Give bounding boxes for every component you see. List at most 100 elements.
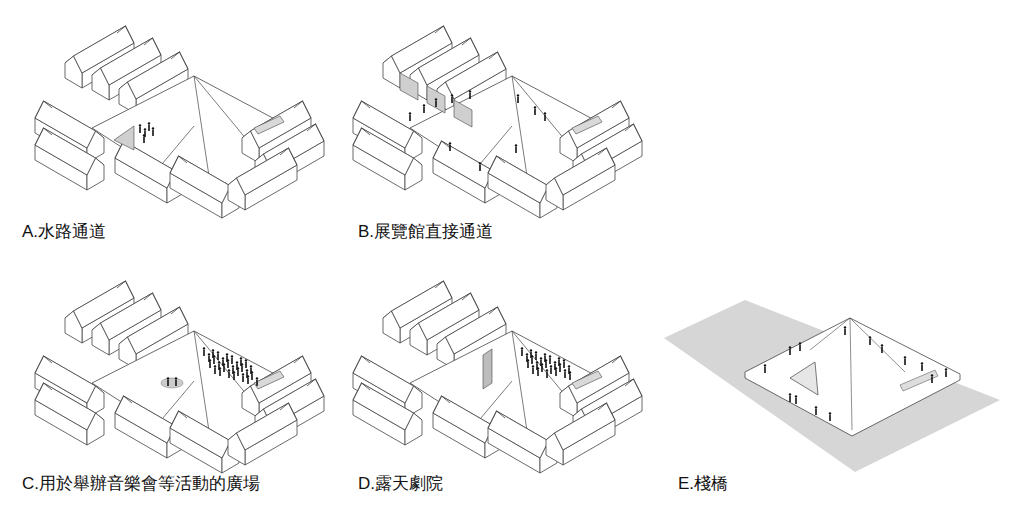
person-body <box>789 349 791 355</box>
person-figure <box>144 128 146 137</box>
person-head <box>409 112 411 114</box>
person-head <box>545 359 547 361</box>
person-head <box>904 356 906 358</box>
person-head <box>250 365 252 367</box>
person-figure <box>537 367 539 376</box>
person-body <box>795 398 797 404</box>
person-body <box>764 367 766 373</box>
person-body <box>549 358 551 364</box>
person-head <box>945 368 947 370</box>
person-body <box>515 147 517 153</box>
person-figure <box>795 395 797 404</box>
person-body <box>213 358 215 364</box>
person-head <box>167 377 169 379</box>
person-head <box>931 374 933 376</box>
person-figure <box>789 393 791 402</box>
person-head <box>527 359 529 361</box>
person-body <box>242 376 244 382</box>
people-figures <box>139 90 947 421</box>
person-head <box>558 357 560 359</box>
person-body <box>546 372 548 378</box>
person-head <box>232 365 234 367</box>
person-figure <box>544 112 546 121</box>
person-head <box>535 351 537 353</box>
caption: C.用於舉辦音樂會等活動的廣場 <box>22 474 260 494</box>
person-figure <box>526 353 528 362</box>
person-figure <box>226 353 228 362</box>
person-figure <box>245 359 247 368</box>
person-head <box>435 98 437 100</box>
person-figure <box>904 356 906 365</box>
person-figure <box>536 361 538 370</box>
person-head <box>214 365 216 367</box>
person-head <box>175 377 177 379</box>
person-body <box>815 409 817 415</box>
person-figure <box>247 375 249 384</box>
caption: A.水路通道 <box>22 222 106 242</box>
person-head <box>423 104 425 106</box>
person-figure <box>251 371 253 380</box>
person-body <box>217 354 219 360</box>
caption: E.棧橋 <box>678 474 728 494</box>
person-figure <box>829 412 831 421</box>
person-head <box>469 90 471 92</box>
person-figure <box>214 365 216 374</box>
person-figure <box>240 357 242 366</box>
person-figure <box>469 90 471 99</box>
person-body <box>152 130 154 136</box>
person-figure <box>231 355 233 364</box>
person-figure <box>209 359 211 368</box>
person-body <box>214 368 216 374</box>
person-figure <box>869 336 871 345</box>
person-figure <box>143 134 145 143</box>
person-head <box>546 369 548 371</box>
person-figure <box>945 368 947 377</box>
person-head <box>218 361 220 363</box>
person-head <box>223 363 225 365</box>
person-head <box>222 357 224 359</box>
person-head <box>559 363 561 365</box>
person-figure <box>554 361 556 370</box>
person-body <box>869 339 871 345</box>
person-head <box>521 347 523 349</box>
person-head <box>569 371 571 373</box>
person-body <box>423 107 425 113</box>
panel-a <box>35 26 324 218</box>
person-figure <box>218 361 220 370</box>
person-head <box>789 346 791 348</box>
person-figure <box>451 94 453 103</box>
person-body <box>569 374 571 380</box>
person-head <box>517 94 519 96</box>
person-head <box>209 359 211 361</box>
person-head <box>815 406 817 408</box>
person-head <box>536 361 538 363</box>
person-body <box>245 362 247 368</box>
person-head <box>240 357 242 359</box>
person-figure <box>246 369 248 378</box>
person-body <box>256 380 258 386</box>
person-body <box>844 329 846 335</box>
panel-b <box>353 26 642 218</box>
person-head <box>544 112 546 114</box>
person-figure <box>152 127 154 136</box>
person-body <box>527 362 529 368</box>
person-figure <box>217 351 219 360</box>
person-head <box>451 94 453 96</box>
person-body <box>537 370 539 376</box>
person-figure <box>236 361 238 370</box>
person-head <box>526 353 528 355</box>
person-body <box>228 372 230 378</box>
person-head <box>921 362 923 364</box>
person-head <box>212 349 214 351</box>
person-body <box>251 374 253 380</box>
person-figure <box>521 347 523 356</box>
person-figure <box>532 365 534 374</box>
person-body <box>541 366 543 372</box>
person-figure <box>555 367 557 376</box>
person-body <box>531 358 533 364</box>
person-figure <box>139 124 141 133</box>
person-figure <box>534 106 536 115</box>
person-body <box>545 362 547 368</box>
person-figure <box>546 369 548 378</box>
